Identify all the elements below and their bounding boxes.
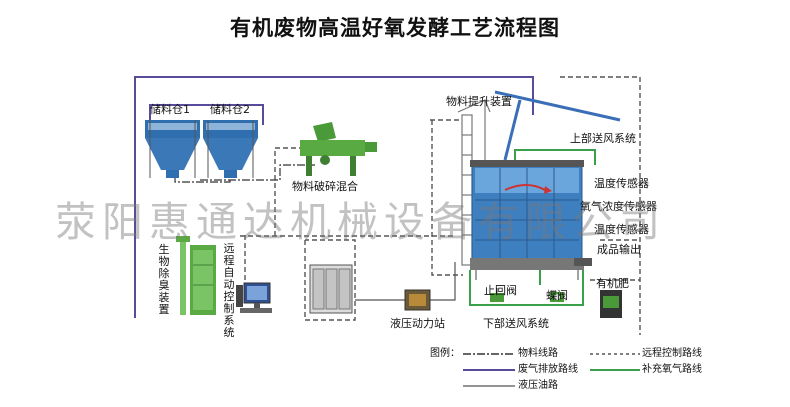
bio-deodorizer (176, 236, 216, 315)
remote-control-lines (240, 76, 641, 335)
hydraulic-lines (355, 262, 456, 301)
silo-1 (145, 120, 200, 178)
legend-title: 图例： (430, 348, 460, 359)
oxygen-lines (469, 149, 596, 306)
oxygen-sensor-label: 氧气浓度传感器 (580, 200, 657, 213)
temp-sensor-1-label: 温度传感器 (594, 177, 649, 190)
check-valve (490, 288, 504, 302)
diagram-title: 有机废物高温好氧发酵工艺流程图 (230, 16, 560, 40)
control-cabinet (309, 264, 353, 314)
control-computer (236, 282, 272, 313)
elevator-label: 物料提升装置 (446, 95, 512, 108)
legend-samples (463, 353, 640, 387)
product-output-label: 成品输出 (597, 243, 641, 256)
upper-fan-label: 上部送风系统 (570, 132, 636, 145)
upper-air-pipes (494, 90, 621, 161)
check-valve-label: 止回阀 (484, 284, 517, 297)
watermark: 荥阳惠通达机械设备有限公司 (55, 198, 666, 246)
fertilizer-bag (600, 290, 622, 318)
legend-remote: 远程控制路线 (642, 348, 702, 359)
silo-1-label: 储料仓1 (150, 103, 190, 116)
crusher-label: 物料破碎混合 (292, 180, 358, 193)
butterfly-valve-label: 蝶阀 (546, 289, 568, 302)
remote-control-label: 远程自动控制系统 (223, 242, 235, 339)
fermentation-tank (470, 160, 592, 280)
deodorizer-label: 生物除臭装置 (158, 243, 170, 316)
hydraulic-power-station (404, 289, 431, 311)
silo-2 (203, 120, 258, 178)
hydraulic-station-label: 液压动力站 (390, 317, 445, 330)
temp-sensor-2-label: 温度传感器 (594, 223, 649, 236)
legend-oxygen: 补充氧气路线 (642, 364, 702, 375)
crusher-mixer (300, 122, 377, 176)
legend-exhaust: 废气排放路线 (518, 364, 578, 375)
butterfly-valve (550, 292, 564, 302)
silo-2-label: 储料仓2 (210, 103, 250, 116)
legend-material: 物料线路 (518, 348, 558, 359)
lower-fan-label: 下部送风系统 (483, 317, 549, 330)
legend-hydraulic: 液压油路 (518, 380, 558, 391)
organic-fertilizer-label: 有机肥 (596, 277, 629, 290)
